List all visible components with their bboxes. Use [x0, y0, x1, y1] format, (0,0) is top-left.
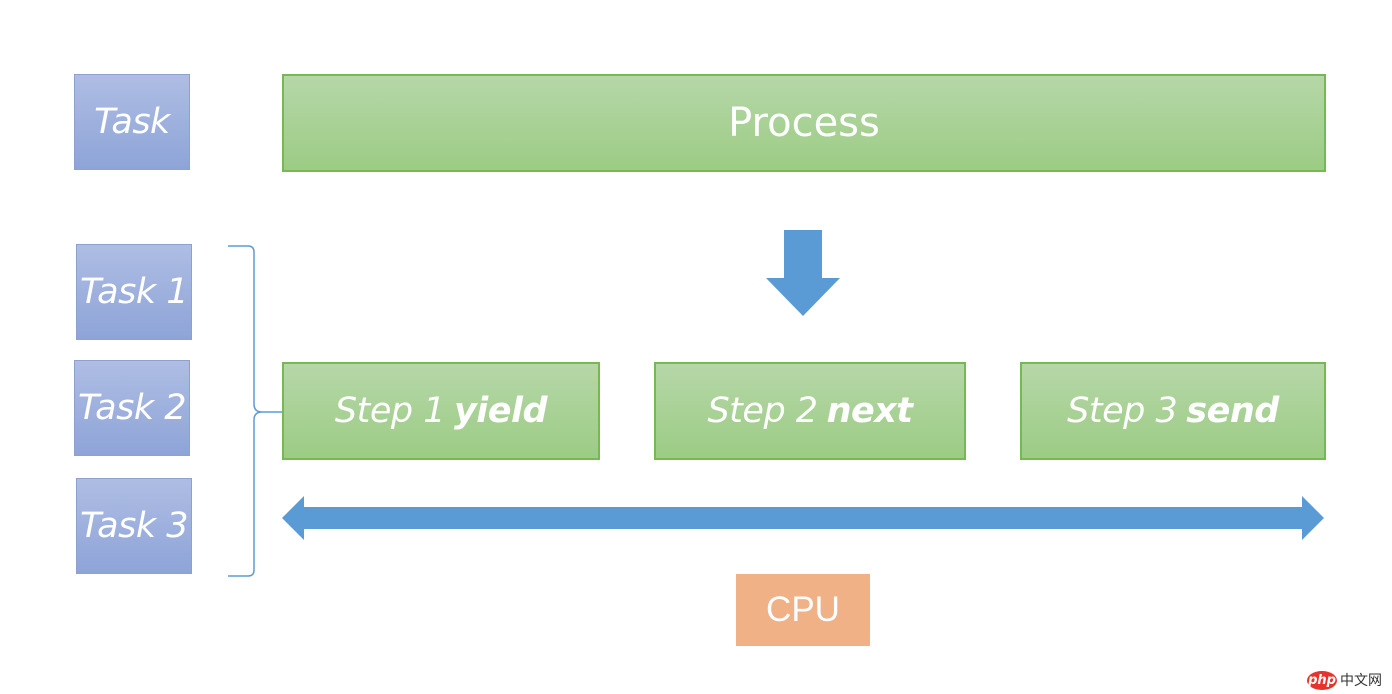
task-2-box: Task 2: [74, 360, 190, 456]
double-headed-arrow-icon: [282, 496, 1324, 540]
step-2-box: Step 2 next: [654, 362, 966, 460]
curly-brace-icon: [228, 245, 282, 577]
step-3-keyword: send: [1186, 391, 1279, 431]
task-box: Task: [74, 74, 190, 170]
step-3-box: Step 3 send: [1020, 362, 1326, 460]
step-3-prefix: Step 3: [1067, 391, 1178, 431]
task-1-box: Task 1: [76, 244, 192, 340]
task-2-label: Task 2: [77, 388, 187, 428]
step-1-prefix: Step 1: [334, 391, 446, 431]
task-3-box: Task 3: [76, 478, 192, 574]
cpu-label: CPU: [766, 590, 840, 629]
task-3-label: Task 3: [79, 506, 189, 546]
down-arrow-icon: [766, 230, 840, 316]
task-1-label: Task 1: [79, 272, 189, 312]
cpu-box: CPU: [736, 574, 870, 646]
step-2-keyword: next: [826, 391, 913, 431]
watermark-text: 中文网: [1340, 673, 1382, 689]
watermark-logo: php 中文网: [1307, 670, 1382, 690]
step-2-prefix: Step 2: [707, 391, 818, 431]
process-label: Process: [728, 100, 880, 146]
watermark-badge: php: [1307, 670, 1337, 690]
process-box: Process: [282, 74, 1326, 172]
task-label: Task: [94, 102, 170, 142]
step-1-box: Step 1 yield: [282, 362, 600, 460]
step-1-keyword: yield: [453, 391, 548, 431]
